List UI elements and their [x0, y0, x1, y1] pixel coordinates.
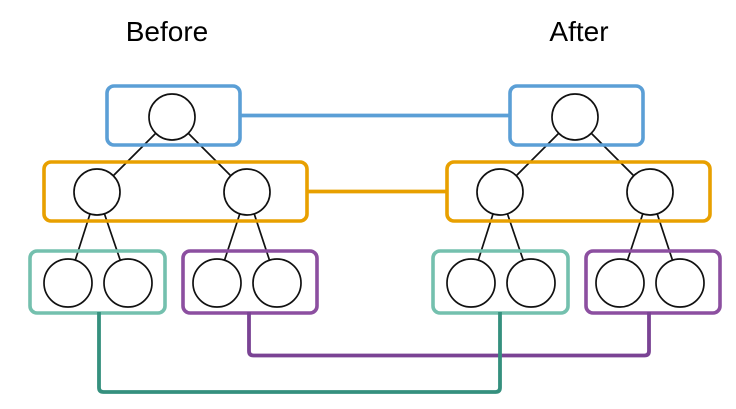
root-node — [551, 93, 599, 141]
purple-leaf-connector — [247, 312, 651, 358]
leaf-node — [506, 258, 556, 308]
leaf-node — [192, 258, 242, 308]
right-leaf-group-box — [584, 249, 722, 315]
before-title: Before — [125, 16, 209, 47]
leaf-node — [43, 258, 93, 308]
after-title: After — [549, 16, 609, 47]
tree-after — [431, 84, 722, 315]
leaf-node — [252, 258, 302, 308]
leaf-node — [103, 258, 153, 308]
internal-node — [476, 168, 524, 216]
internal-node — [223, 168, 271, 216]
leaf-node — [595, 258, 645, 308]
root-node — [148, 93, 196, 141]
internal-node — [73, 168, 121, 216]
leaf-node — [655, 258, 705, 308]
internal-node — [626, 168, 674, 216]
teal-leaf-connector — [97, 312, 502, 394]
leaf-node — [446, 258, 496, 308]
tree-before — [28, 84, 319, 315]
